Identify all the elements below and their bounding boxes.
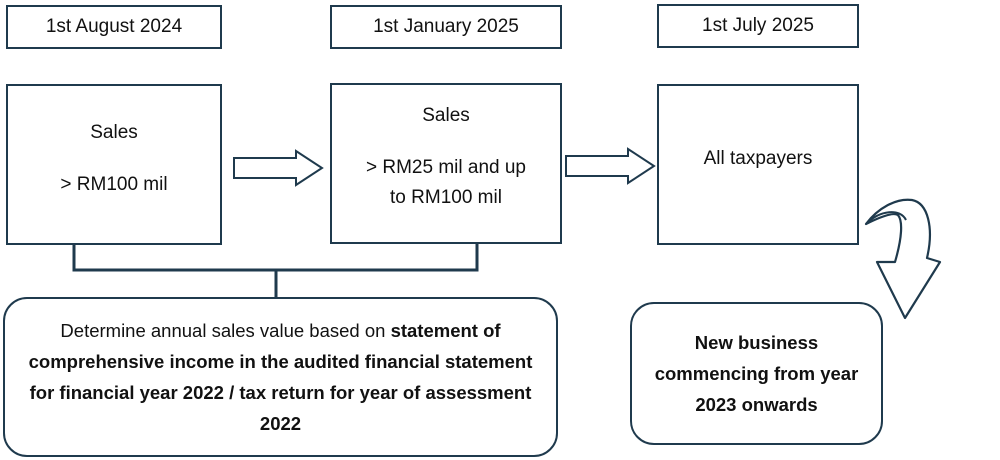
phase-1-line-2: > RM100 mil	[60, 174, 168, 195]
sales-basis-text: Determine annual sales value based on st…	[19, 315, 542, 439]
sales-basis-bold: statement of comprehensive income in the…	[28, 320, 533, 434]
phase-2-line-2: > RM25 mil and up	[366, 157, 526, 178]
phase-1-criteria: Sales > RM100 mil	[6, 84, 222, 245]
phase-2-criteria: Sales > RM25 mil and up to RM100 mil	[330, 83, 562, 244]
phase-2-line-3: to RM100 mil	[390, 187, 502, 208]
sales-basis-note: Determine annual sales value based on st…	[3, 297, 558, 457]
phase-1-date: 1st August 2024	[6, 5, 222, 49]
new-business-text: New business commencing from year 2023 o…	[654, 332, 859, 415]
phase-1-line-1: Sales	[90, 122, 138, 143]
sales-basis-regular: Determine annual sales value based on	[60, 320, 391, 341]
bracket-connector	[72, 244, 479, 272]
new-business-note: New business commencing from year 2023 o…	[630, 302, 883, 445]
arrow-right-icon	[565, 147, 656, 185]
phase-3-date: 1st July 2025	[657, 4, 859, 48]
arrow-right-icon	[233, 149, 324, 187]
curved-arrow-icon	[864, 198, 942, 320]
phase-3-criteria: All taxpayers	[657, 84, 859, 245]
phase-2-line-1: Sales	[422, 105, 470, 126]
phase-2-date: 1st January 2025	[330, 5, 562, 49]
phase-3-line-1: All taxpayers	[703, 148, 813, 169]
